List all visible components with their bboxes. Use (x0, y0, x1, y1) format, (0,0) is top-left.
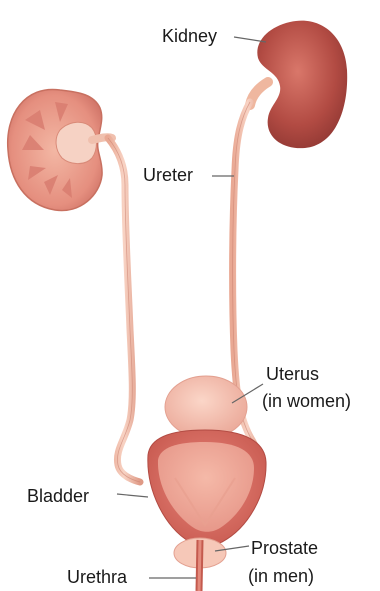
uterus (165, 376, 247, 438)
prostate-sublabel: (in men) (248, 566, 314, 587)
ureter-label: Ureter (143, 165, 193, 186)
kidney-label: Kidney (162, 26, 217, 47)
right-kidney (250, 21, 347, 149)
uterus-label: Uterus (266, 364, 319, 385)
left-kidney (8, 89, 112, 210)
left-ureter (108, 138, 140, 482)
urethra-label: Urethra (67, 567, 127, 588)
bladder-label: Bladder (27, 486, 89, 507)
uterus-sublabel: (in women) (262, 391, 351, 412)
prostate-label: Prostate (251, 538, 318, 559)
bladder (148, 430, 266, 547)
